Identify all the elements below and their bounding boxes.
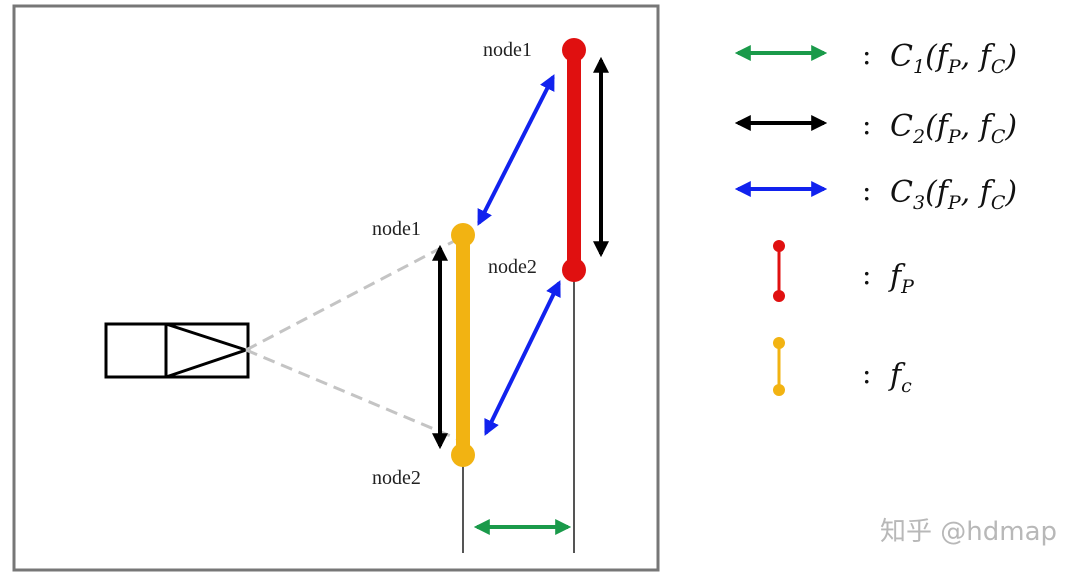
legend-c2-label: C2(fP, fC) <box>890 109 1017 148</box>
fp-node1-dot <box>562 38 586 62</box>
scene-frame <box>12 4 660 572</box>
fc-node2-label: node2 <box>372 467 421 489</box>
current-feature-fc <box>451 223 475 467</box>
legend-fp-segment-icon <box>773 240 785 302</box>
fc-node1-dot <box>451 223 475 247</box>
view-line-top <box>245 236 461 352</box>
legend-fc-colon: : <box>862 357 871 390</box>
fc-node1-label: node1 <box>372 218 421 240</box>
legend-c3-label: C3(fP, fC) <box>890 175 1017 214</box>
vehicle-icon <box>104 322 251 379</box>
legend-fp-colon: : <box>862 258 871 291</box>
fp-node1-label: node1 <box>483 39 532 61</box>
legend-c1-colon: : <box>862 38 871 71</box>
watermark-text: 知乎 @hdmap <box>880 517 1057 547</box>
legend-fp-label: fP <box>888 259 915 298</box>
legend-c2-colon: : <box>862 108 871 141</box>
fp-node2-label: node2 <box>488 256 537 278</box>
legend: : C1(fP, fC) : C2(fP, fC) : C3(fP, fC) :… <box>734 38 1017 397</box>
legend-fc-segment-icon <box>773 337 785 396</box>
c3-arrow-node1 <box>477 74 555 226</box>
c3-arrow-node2 <box>484 280 561 436</box>
fp-node2-dot <box>562 258 586 282</box>
legend-c3-colon: : <box>862 174 871 207</box>
fc-node2-dot <box>451 443 475 467</box>
previous-feature-fp <box>562 38 586 282</box>
legend-c1-label: C1(fP, fC) <box>890 39 1017 78</box>
legend-fc-label: fc <box>888 358 912 397</box>
view-line-bottom <box>245 348 461 442</box>
